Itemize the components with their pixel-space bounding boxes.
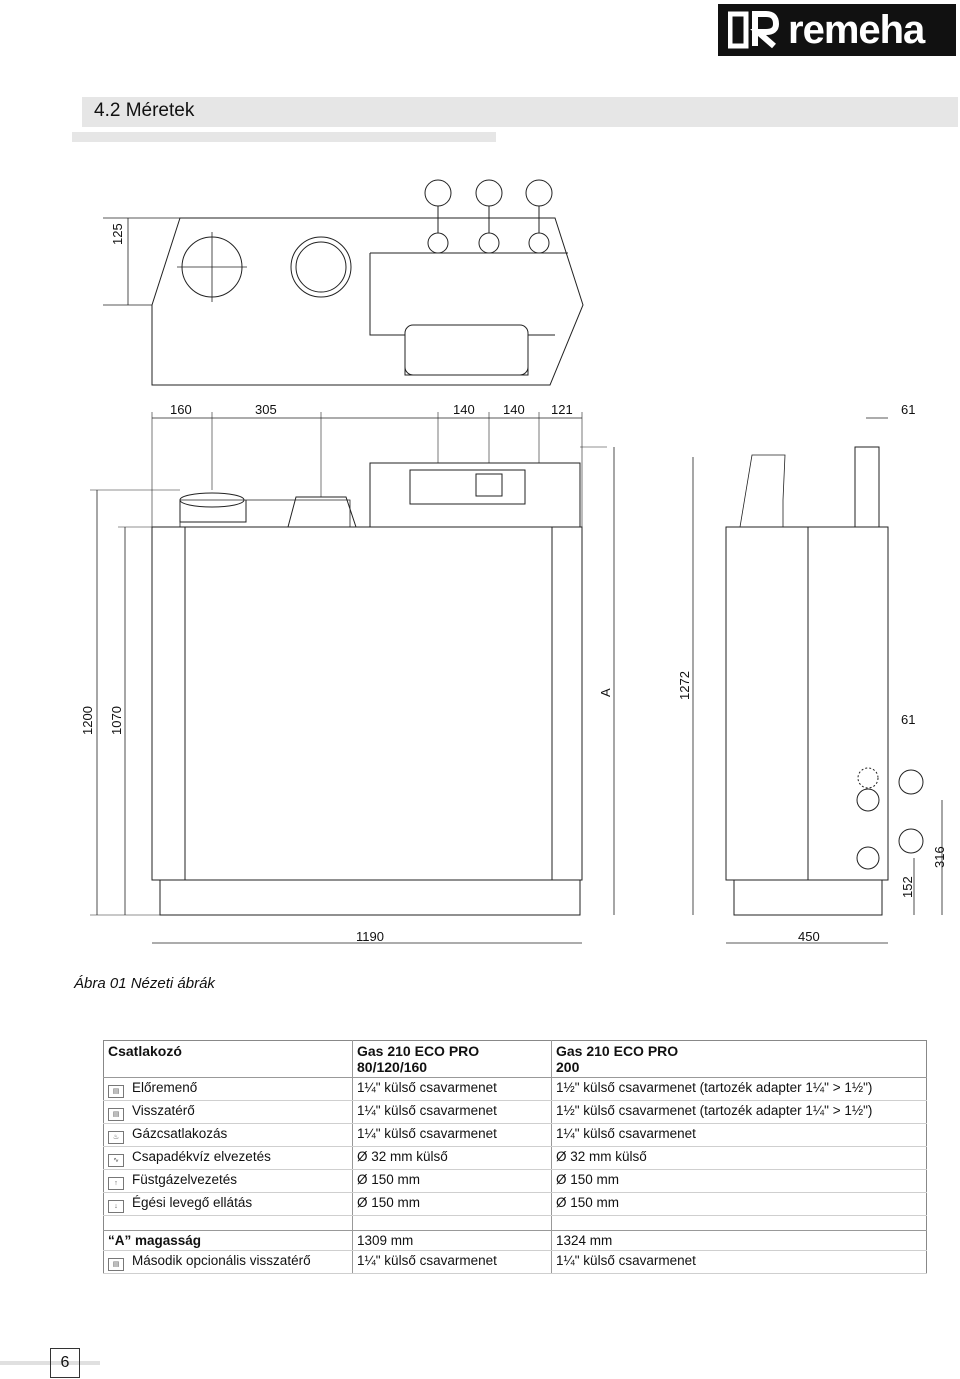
brand-logo: remeha (718, 4, 956, 56)
return-icon (475, 179, 503, 207)
dim-61-mid: 61 (901, 712, 915, 727)
return-icon: ▤ (108, 1108, 124, 1121)
flow-icon (424, 179, 452, 207)
table-row: ▤Visszatérő 1¼" külső csavarmenet 1½" kü… (103, 1100, 927, 1124)
dim-A: A (598, 688, 613, 697)
table-row: “A” magasság 1309 mm 1324 mm (103, 1230, 927, 1251)
dim-316: 316 (932, 846, 947, 868)
connections-table: Csatlakozó Gas 210 ECO PRO 80/120/160 Ga… (103, 1040, 927, 1274)
table-row: ↑Füstgázelvezetés Ø 150 mm Ø 150 mm (103, 1169, 927, 1193)
section-header-underline (72, 132, 496, 142)
header-connection: Csatlakozó (103, 1040, 353, 1078)
top-view: 125 (103, 179, 584, 386)
table-row: ▤Előremenő 1¼" külső csavarmenet 1½" kül… (103, 1077, 927, 1101)
condensate-icon (898, 828, 924, 854)
flue-icon: ↑ (108, 1177, 124, 1190)
dim-121: 121 (551, 402, 573, 417)
dim-61-top: 61 (901, 402, 915, 417)
side-view: 450 1272 61 61 152 316 (677, 402, 947, 944)
figure-caption: Ábra 01 Nézeti ábrák (74, 975, 215, 992)
dim-1070: 1070 (109, 706, 124, 735)
dim-152: 152 (900, 876, 915, 898)
return2-icon (898, 769, 924, 795)
section-header-bar (82, 97, 958, 127)
dim-305: 305 (255, 402, 277, 417)
flow-icon: ▤ (108, 1085, 124, 1098)
return2-icon: ▤ (108, 1258, 124, 1271)
dim-140a: 140 (453, 402, 475, 417)
remeha-logo-icon (727, 10, 780, 50)
header-model-a: Gas 210 ECO PRO 80/120/160 (352, 1040, 552, 1078)
dimension-drawing: 125 160 305 140 140 121 1200 1070 A 1190 (80, 179, 947, 944)
section-title: 4.2 Méretek (94, 100, 195, 121)
table-row: ∿Csapadékvíz elvezetés Ø 32 mm külső Ø 3… (103, 1146, 927, 1170)
dim-160: 160 (170, 402, 192, 417)
dim-1190: 1190 (356, 929, 384, 944)
gas-icon: ♨ (108, 1131, 124, 1144)
brand-name: remeha (788, 7, 925, 52)
dim-top-depth: 125 (110, 223, 125, 245)
air-icon: ↓ (108, 1200, 124, 1213)
front-view: 160 305 140 140 121 1200 1070 A 1190 (80, 402, 615, 944)
dim-140b: 140 (503, 402, 525, 417)
dim-1272: 1272 (677, 671, 692, 700)
table-row: ▤Második opcionális visszatérő 1¼" külső… (103, 1250, 927, 1274)
dim-1200: 1200 (80, 706, 95, 735)
header-model-b: Gas 210 ECO PRO 200 (551, 1040, 927, 1078)
condensate-icon: ∿ (108, 1154, 124, 1167)
table-row: ↓Égési levegő ellátás Ø 150 mm Ø 150 mm (103, 1192, 927, 1216)
gas-icon (525, 179, 553, 207)
table-row: ♨Gázcsatlakozás 1¼" külső csavarmenet 1¼… (103, 1123, 927, 1147)
dim-450: 450 (798, 929, 820, 944)
page-number: 6 (50, 1348, 80, 1378)
